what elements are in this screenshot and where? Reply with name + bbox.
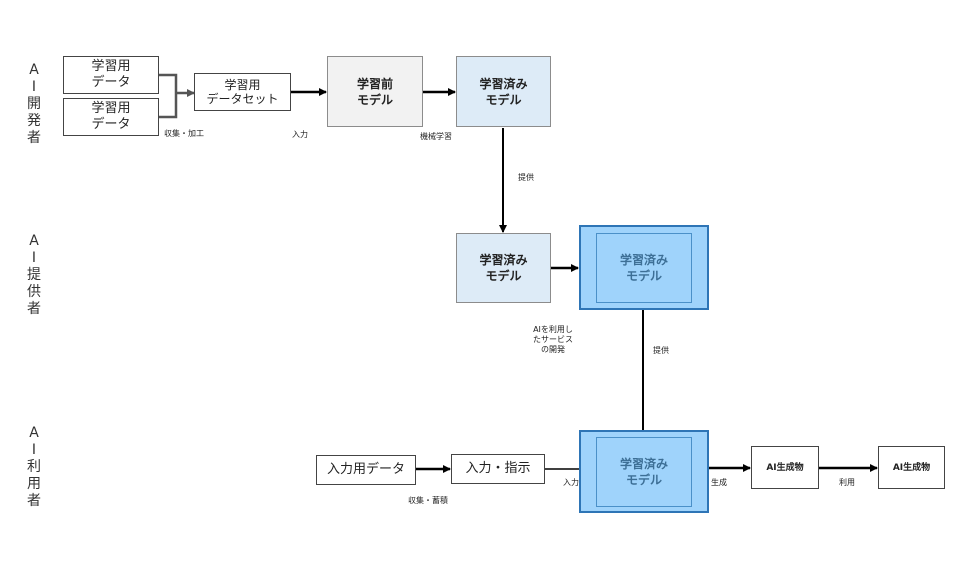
provider-service-model-outer: 学習済み モデル — [579, 225, 709, 310]
label-input-dev: 入力 — [292, 130, 308, 139]
training-data-box-1: 学習用 データ — [63, 56, 159, 94]
user-service-model-box: 学習済み モデル — [596, 436, 692, 507]
input-data-box: 入力用データ — [316, 455, 416, 485]
ai-output-box-1: AI生成物 — [751, 446, 819, 489]
role-ai-developer: A I 開 発 者 — [27, 62, 41, 146]
role-ai-user: A I 利 用 者 — [27, 425, 41, 509]
user-service-model-outer: 学習済み モデル — [579, 430, 709, 513]
input-instruction-box: 入力・指示 — [451, 454, 545, 484]
ai-output-box-2: AI生成物 — [878, 446, 945, 489]
label-provide-provider: 提供 — [653, 346, 669, 355]
label-ai-service-development: AIを利用し たサービス の開発 — [533, 325, 573, 354]
label-generate: 生成 — [711, 478, 727, 487]
label-input-user: 入力 — [563, 478, 579, 487]
training-dataset-box: 学習用 データセット — [194, 73, 291, 111]
provider-trained-model-box: 学習済み モデル — [456, 233, 551, 303]
role-ai-provider: A I 提 供 者 — [27, 233, 41, 317]
label-use: 利用 — [839, 478, 855, 487]
data-merge-connector — [158, 73, 195, 119]
provider-service-model-box: 学習済み モデル — [596, 232, 692, 303]
label-collect-accumulate: 収集・蓄積 — [408, 496, 448, 505]
label-machine-learning: 機械学習 — [420, 132, 452, 141]
label-provide-dev: 提供 — [518, 173, 534, 182]
training-data-box-2: 学習用 データ — [63, 98, 159, 136]
label-collect-process: 収集・加工 — [164, 129, 204, 138]
pretrain-model-box: 学習前 モデル — [327, 56, 423, 127]
dev-trained-model-box: 学習済み モデル — [456, 56, 551, 127]
